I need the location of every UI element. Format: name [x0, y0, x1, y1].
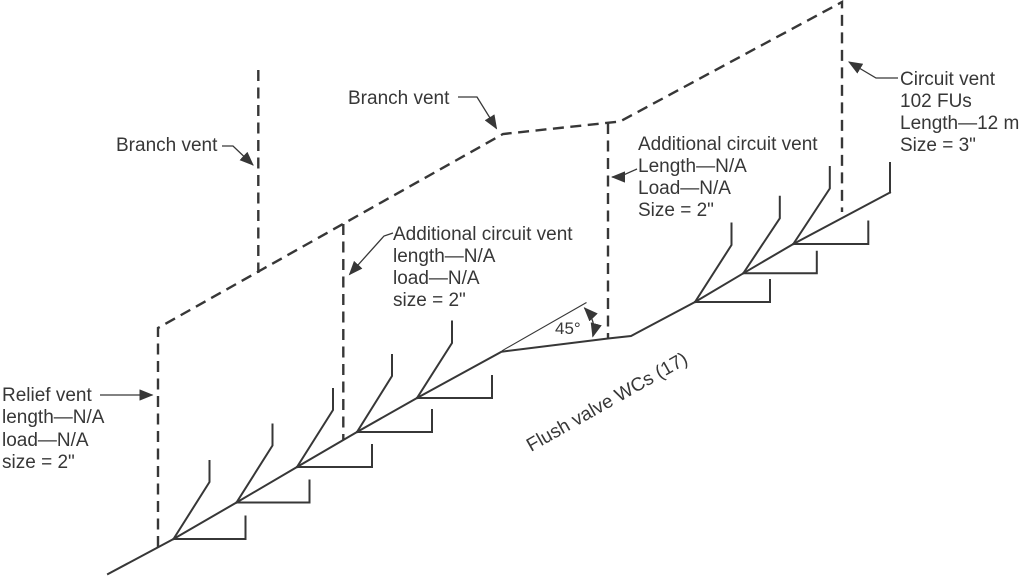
- angle-label: 45°: [555, 319, 581, 338]
- svg-text:Length—N/A: Length—N/A: [638, 156, 747, 177]
- fixture-branches: [172, 166, 870, 541]
- leader-additional-circuit-vent-lower: [348, 232, 394, 276]
- label-branch-vent-middle: Branch vent: [348, 88, 450, 109]
- leader-branch-vent-left: [222, 145, 254, 166]
- label-circuit-vent: Circuit vent 102 FUs Length—12 m Size = …: [900, 69, 1019, 156]
- fixture-branch: [172, 460, 247, 541]
- leader-circuit-vent: [848, 61, 898, 79]
- leader-branch-vent-middle: [458, 96, 498, 130]
- fixture-branch: [415, 320, 493, 400]
- svg-text:Circuit vent: Circuit vent: [900, 69, 996, 90]
- label-additional-circuit-vent-lower: Additional circuit vent length—N/A load—…: [393, 224, 573, 311]
- vent-dashed-run: [156, 0, 844, 547]
- svg-text:load—N/A: load—N/A: [2, 430, 89, 451]
- angle-reference-line: [501, 302, 587, 352]
- label-relief-vent: Relief vent length—N/A load—N/A size = 2…: [2, 385, 105, 473]
- svg-text:Relief vent: Relief vent: [2, 385, 92, 406]
- label-fixture-group: Flush valve WCs (17): [523, 349, 691, 457]
- svg-text:length—N/A: length—N/A: [393, 246, 496, 267]
- label-branch-vent-left: Branch vent: [116, 135, 218, 156]
- svg-text:102 FUs: 102 FUs: [900, 91, 972, 112]
- fixture-branch: [693, 222, 771, 304]
- svg-text:Additional circuit vent: Additional circuit vent: [393, 224, 573, 245]
- fixture-branch: [235, 423, 311, 504]
- angle-annotation: 45°: [501, 302, 602, 352]
- fixture-branch: [791, 166, 870, 246]
- svg-text:size = 2": size = 2": [2, 452, 75, 473]
- main-drain-line: [106, 191, 892, 576]
- svg-text:Additional circuit vent: Additional circuit vent: [638, 134, 818, 155]
- angle-arc-arrow: [583, 307, 602, 338]
- fixture-branch: [355, 354, 433, 434]
- svg-text:Size = 3": Size = 3": [900, 135, 976, 156]
- svg-text:length—N/A: length—N/A: [2, 407, 105, 428]
- label-additional-circuit-vent-upper: Additional circuit vent Length—N/A Load—…: [638, 134, 818, 221]
- svg-text:Size = 2": Size = 2": [638, 200, 714, 221]
- fixture-branch: [741, 195, 818, 275]
- svg-text:Length—12 m: Length—12 m: [900, 113, 1019, 134]
- fixture-branch: [295, 388, 373, 469]
- leader-additional-circuit-vent-upper: [610, 168, 638, 183]
- svg-text:load—N/A: load—N/A: [393, 268, 480, 289]
- svg-text:size = 2": size = 2": [393, 290, 466, 311]
- svg-text:Load—N/A: Load—N/A: [638, 178, 731, 199]
